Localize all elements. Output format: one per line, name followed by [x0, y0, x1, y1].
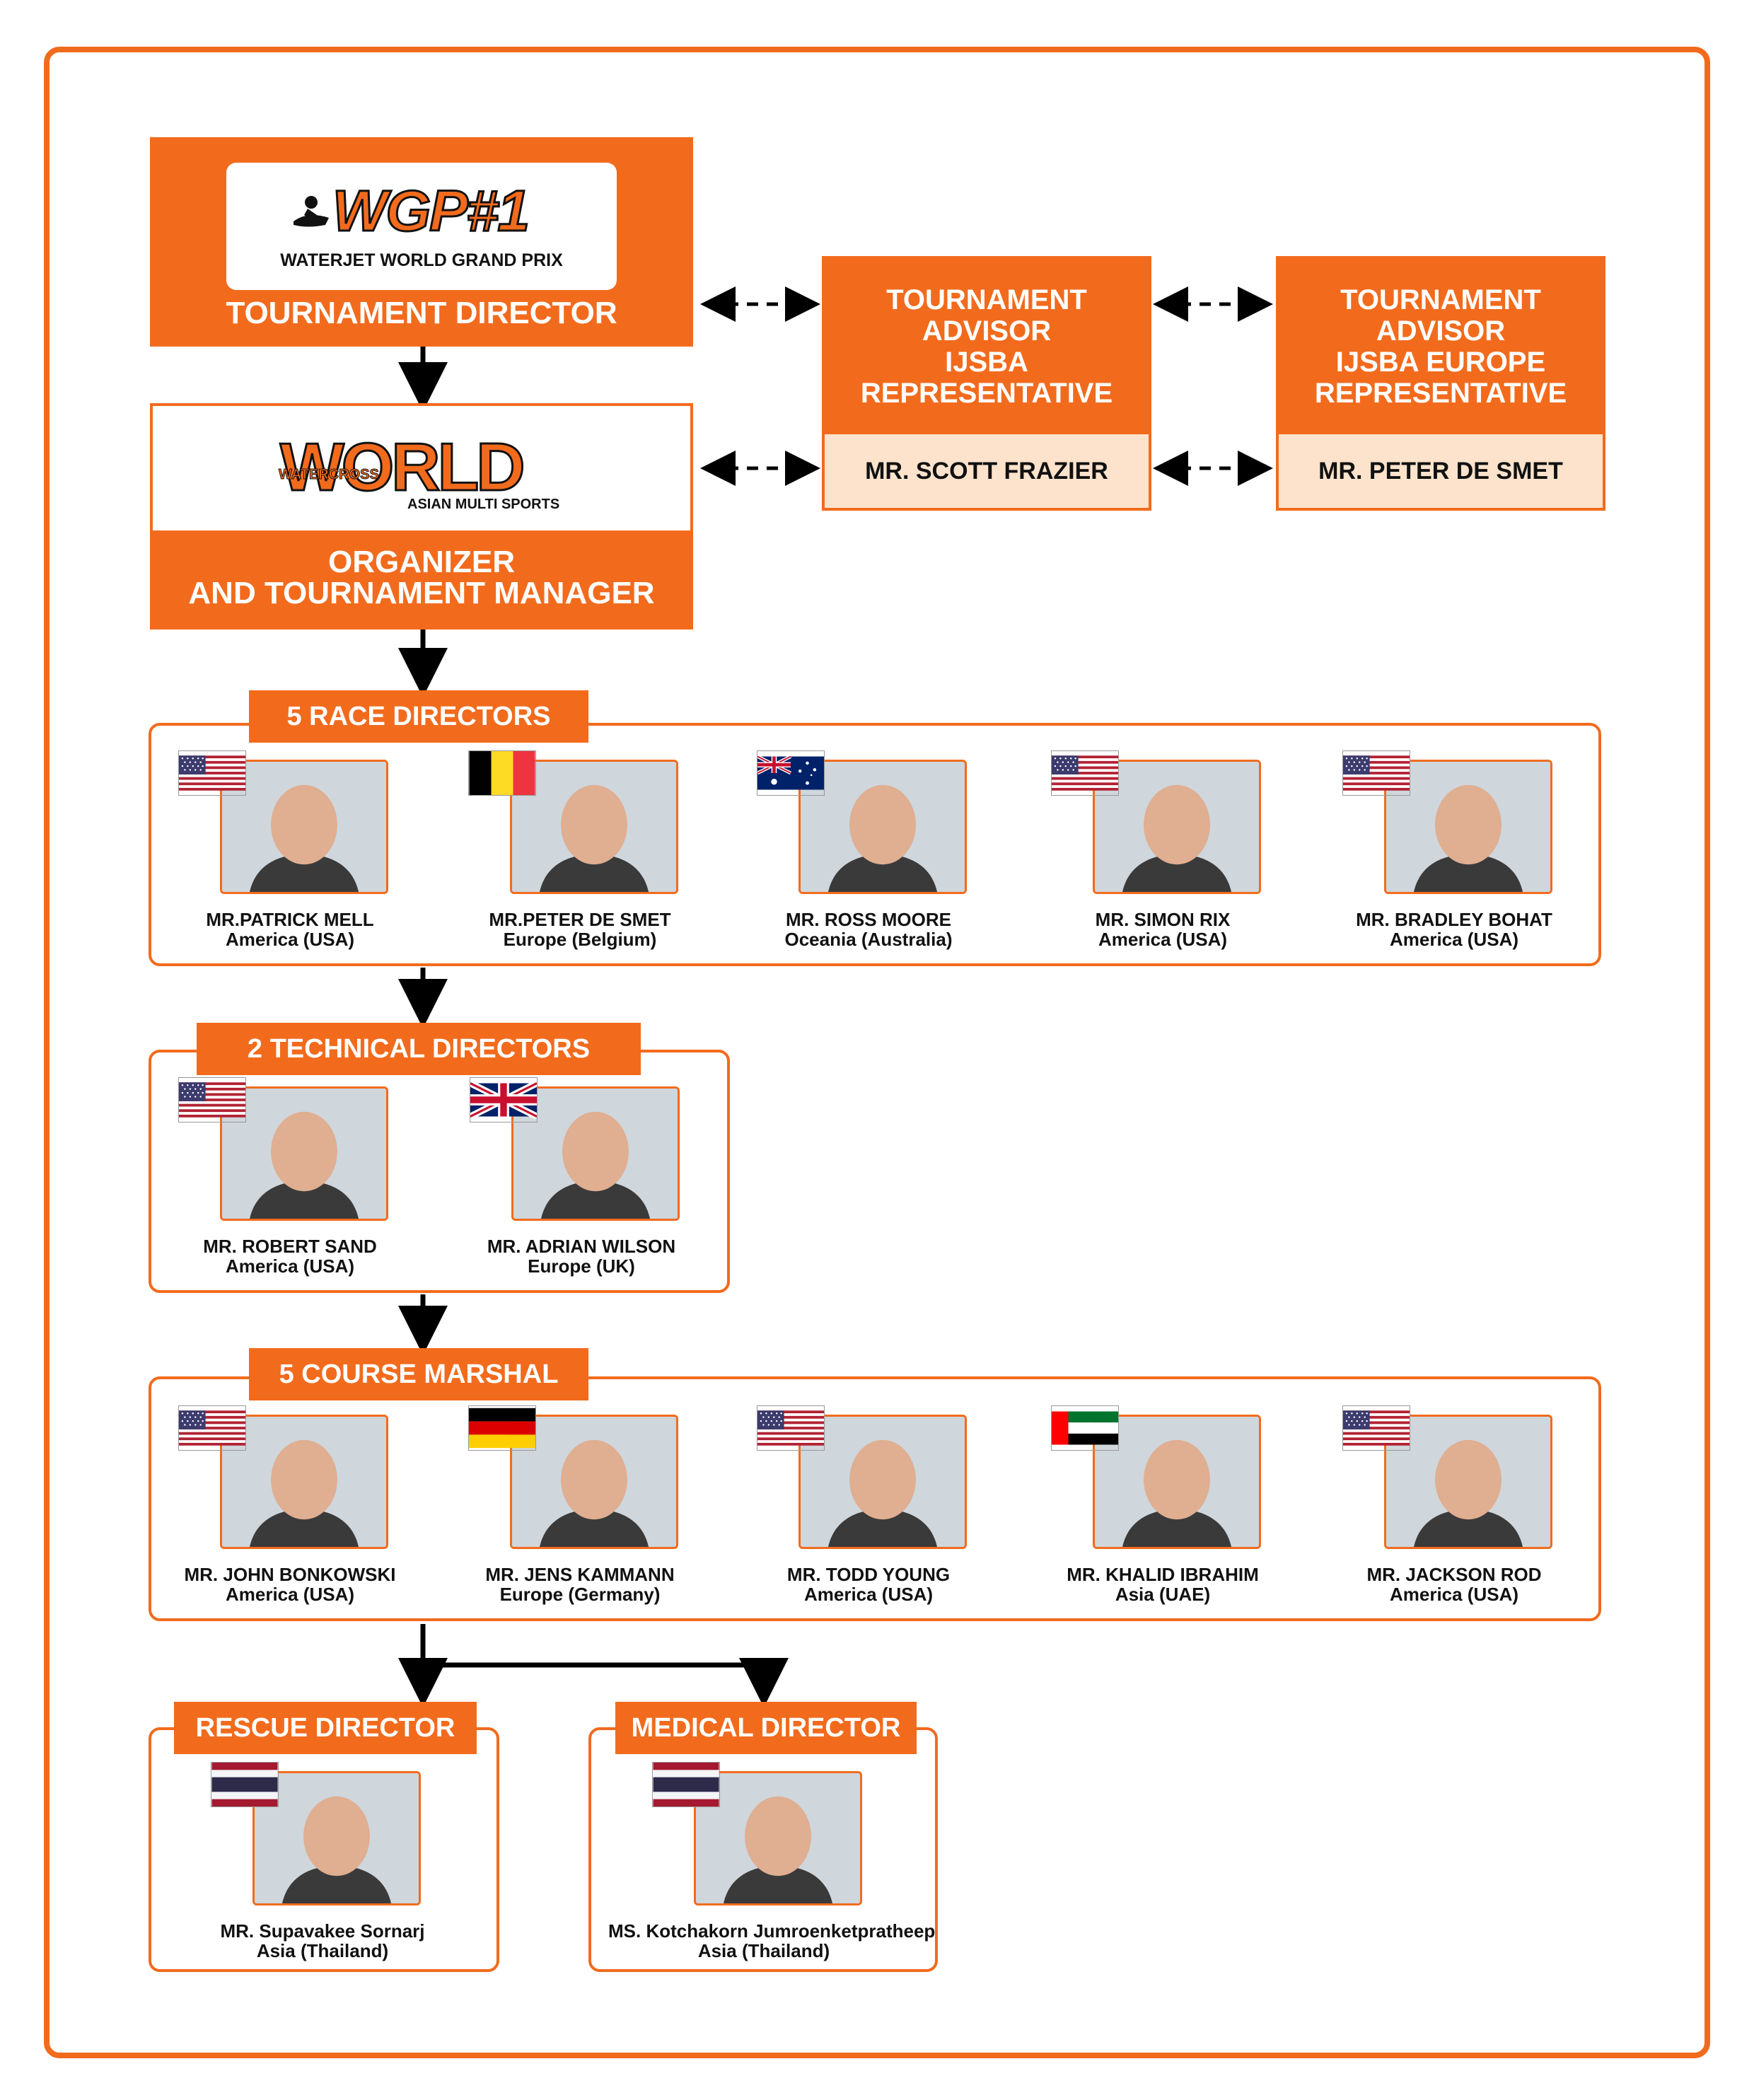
person-name: MR. BRADLEY BOHAT [1356, 909, 1552, 930]
organizer-title-line1: ORGANIZER [328, 545, 515, 579]
organizer-box: WORLD WATERCROSS ASIAN MULTI SPORTS ORGA… [150, 403, 693, 630]
uk-flag-icon [470, 1078, 537, 1122]
person-photo [694, 1771, 862, 1905]
usa-flag-icon [1343, 1406, 1410, 1450]
jetski-rider-icon [290, 190, 332, 232]
usa-flag-icon [1052, 751, 1118, 795]
person-photo [1384, 760, 1552, 894]
person-name: MR. SIMON RIX [1095, 909, 1231, 930]
usa-flag-icon [179, 1078, 245, 1122]
advisor-title: TOURNAMENT ADVISOR IJSBA EUROPE REPRESEN… [1279, 259, 1603, 434]
watercross-logo-text: WORLD [279, 429, 527, 506]
person-photo [220, 1086, 388, 1221]
person-photo [220, 760, 388, 894]
person-region: Asia (UAE) [1115, 1584, 1211, 1605]
advisor-name: MR. PETER DE SMET [1279, 434, 1603, 508]
person-name: MR. KHALID IBRAHIM [1067, 1564, 1259, 1585]
rescue-director-label: RESCUE DIRECTOR [174, 1702, 477, 1754]
usa-flag-icon [179, 1406, 245, 1450]
person-region: Asia (Thailand) [256, 1940, 389, 1961]
person-region: Europe (Germany) [499, 1584, 661, 1605]
person-photo [1093, 760, 1261, 894]
person-region: America (USA) [1098, 929, 1228, 950]
tournament-director-box: WGP#1 WATERJET WORLD GRAND PRIX TOURNAME… [150, 137, 693, 347]
person-region: Europe (UK) [528, 1255, 635, 1277]
advisor-title: TOURNAMENT ADVISOR IJSBA REPRESENTATIVE [825, 259, 1149, 434]
organizer-title-band: ORGANIZER AND TOURNAMENT MANAGER [153, 530, 690, 627]
person-region: America (USA) [225, 1255, 355, 1277]
thailand-flag-icon [211, 1763, 278, 1806]
person-photo [1093, 1415, 1261, 1549]
person-name: MR.PATRICK MELL [206, 909, 374, 930]
uae-flag-icon [1052, 1406, 1118, 1450]
race-directors-label: 5 RACE DIRECTORS [249, 690, 588, 743]
advisor-box-ijsba: TOURNAMENT ADVISOR IJSBA REPRESENTATIVE … [822, 256, 1151, 511]
person-name: MR. ADRIAN WILSON [487, 1236, 676, 1257]
wgp-logo-subtitle: WATERJET WORLD GRAND PRIX [280, 250, 563, 270]
person-region: Europe (Belgium) [503, 929, 657, 950]
person-region: Asia (Thailand) [697, 1940, 830, 1961]
person-name: MR. JOHN BONKOWSKI [184, 1564, 396, 1585]
person-region: America (USA) [1389, 929, 1519, 950]
belgium-flag-icon [469, 751, 535, 795]
advisor-box-ijsba-europe: TOURNAMENT ADVISOR IJSBA EUROPE REPRESEN… [1276, 256, 1605, 511]
australia-flag-icon [757, 751, 824, 795]
medical-director-label: MEDICAL DIRECTOR [615, 1702, 917, 1754]
watercross-world-logo: WORLD WATERCROSS ASIAN MULTI SPORTS [153, 406, 690, 530]
person-name: MR. ROBERT SAND [203, 1236, 377, 1257]
person-photo [220, 1415, 388, 1549]
person-photo [510, 760, 678, 894]
tournament-director-title: TOURNAMENT DIRECTOR [226, 296, 617, 330]
person-name: MR. TODD YOUNG [786, 1564, 951, 1585]
usa-flag-icon [757, 1406, 824, 1450]
person-region: America (USA) [225, 1584, 355, 1605]
person-name: MS. Kotchakorn Jumroenketpratheep [608, 1920, 936, 1942]
wgp-logo: WGP#1 WATERJET WORLD GRAND PRIX [226, 163, 617, 290]
person-name: MR. Supavakee Sornarj [220, 1920, 425, 1942]
person-name: MR. JACKSON ROD [1366, 1564, 1542, 1585]
watercross-logo-prefix: WATERCROSS [279, 467, 380, 483]
person-name: MR.PETER DE SMET [489, 909, 671, 930]
person-region: America (USA) [1389, 1584, 1519, 1605]
technical-directors-label: 2 TECHNICAL DIRECTORS [197, 1023, 641, 1075]
chart-frame [44, 47, 1710, 2058]
watercross-logo-subtitle: ASIAN MULTI SPORTS [407, 497, 560, 512]
thailand-flag-icon [653, 1763, 719, 1806]
germany-flag-icon [469, 1406, 535, 1450]
advisor-name: MR. SCOTT FRAZIER [825, 434, 1149, 508]
person-region: America (USA) [803, 1584, 934, 1605]
usa-flag-icon [179, 751, 245, 795]
person-region: Oceania (Australia) [784, 929, 953, 950]
person-photo [511, 1086, 680, 1221]
person-name: MR. JENS KAMMANN [485, 1564, 675, 1585]
person-photo [798, 760, 967, 894]
arrow-marshal-to-medical [423, 1658, 789, 1707]
person-name: MR. ROSS MOORE [785, 909, 951, 930]
person-photo [798, 1415, 967, 1549]
course-marshals-label: 5 COURSE MARSHAL [249, 1348, 588, 1400]
person-region: America (USA) [225, 929, 355, 950]
person-photo [252, 1771, 421, 1905]
person-photo [1384, 1415, 1552, 1549]
organizer-title-line2: AND TOURNAMENT MANAGER [188, 576, 655, 610]
person-photo [510, 1415, 678, 1549]
wgp-logo-text: WGP#1 [332, 178, 531, 245]
usa-flag-icon [1343, 751, 1410, 795]
